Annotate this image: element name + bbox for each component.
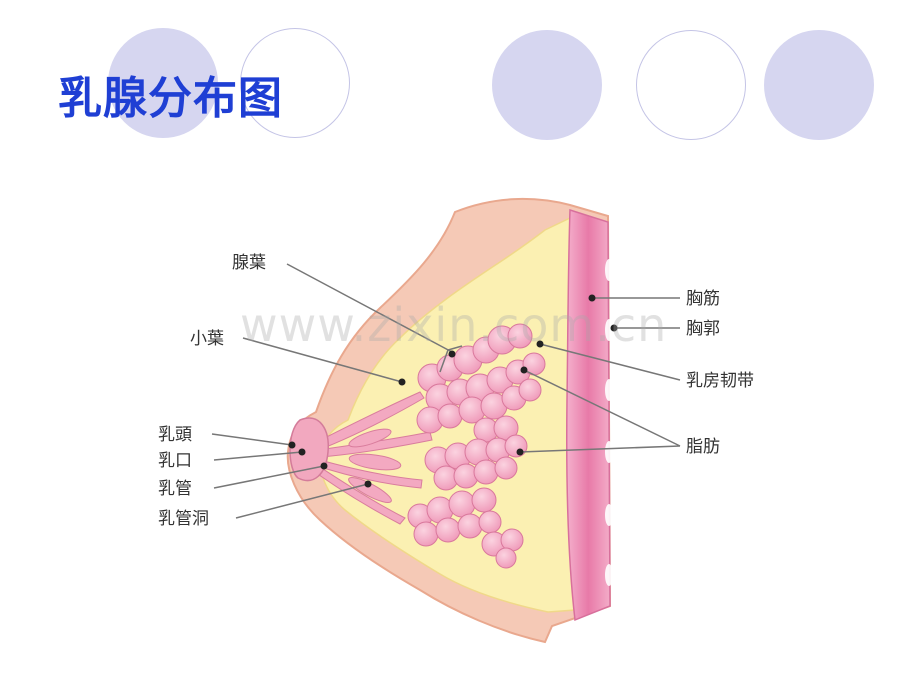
milk-ducts xyxy=(303,391,433,525)
marker-dots xyxy=(288,294,618,488)
nipple xyxy=(289,417,329,482)
label-rib: 胸郭 xyxy=(686,319,720,339)
label-lobe: 腺葉 xyxy=(232,253,266,273)
decorative-circle-1 xyxy=(108,28,218,138)
label-fat: 脂肪 xyxy=(686,437,720,457)
label-ligament: 乳房韧带 xyxy=(686,371,754,391)
decorative-ring-2 xyxy=(636,30,746,140)
pectoral-muscle xyxy=(566,208,611,622)
page-title: 乳腺分布图 xyxy=(58,73,283,124)
label-duct: 乳管 xyxy=(158,479,192,499)
decorative-ring-1 xyxy=(240,28,350,138)
label-nipple: 乳頭 xyxy=(158,425,192,445)
leader-lines xyxy=(211,263,681,519)
rib-markers xyxy=(605,259,613,586)
label-pectoral-muscle: 胸筋 xyxy=(686,289,720,309)
label-lobule: 小葉 xyxy=(190,329,224,349)
decorative-circle-2 xyxy=(492,30,602,140)
watermark: www.zixin.com.cn xyxy=(240,298,668,352)
label-duct-sinus: 乳管洞 xyxy=(158,509,209,529)
decorative-circle-3 xyxy=(764,30,874,140)
label-nipple-opening: 乳口 xyxy=(158,451,192,471)
gland-lobules xyxy=(407,323,546,569)
